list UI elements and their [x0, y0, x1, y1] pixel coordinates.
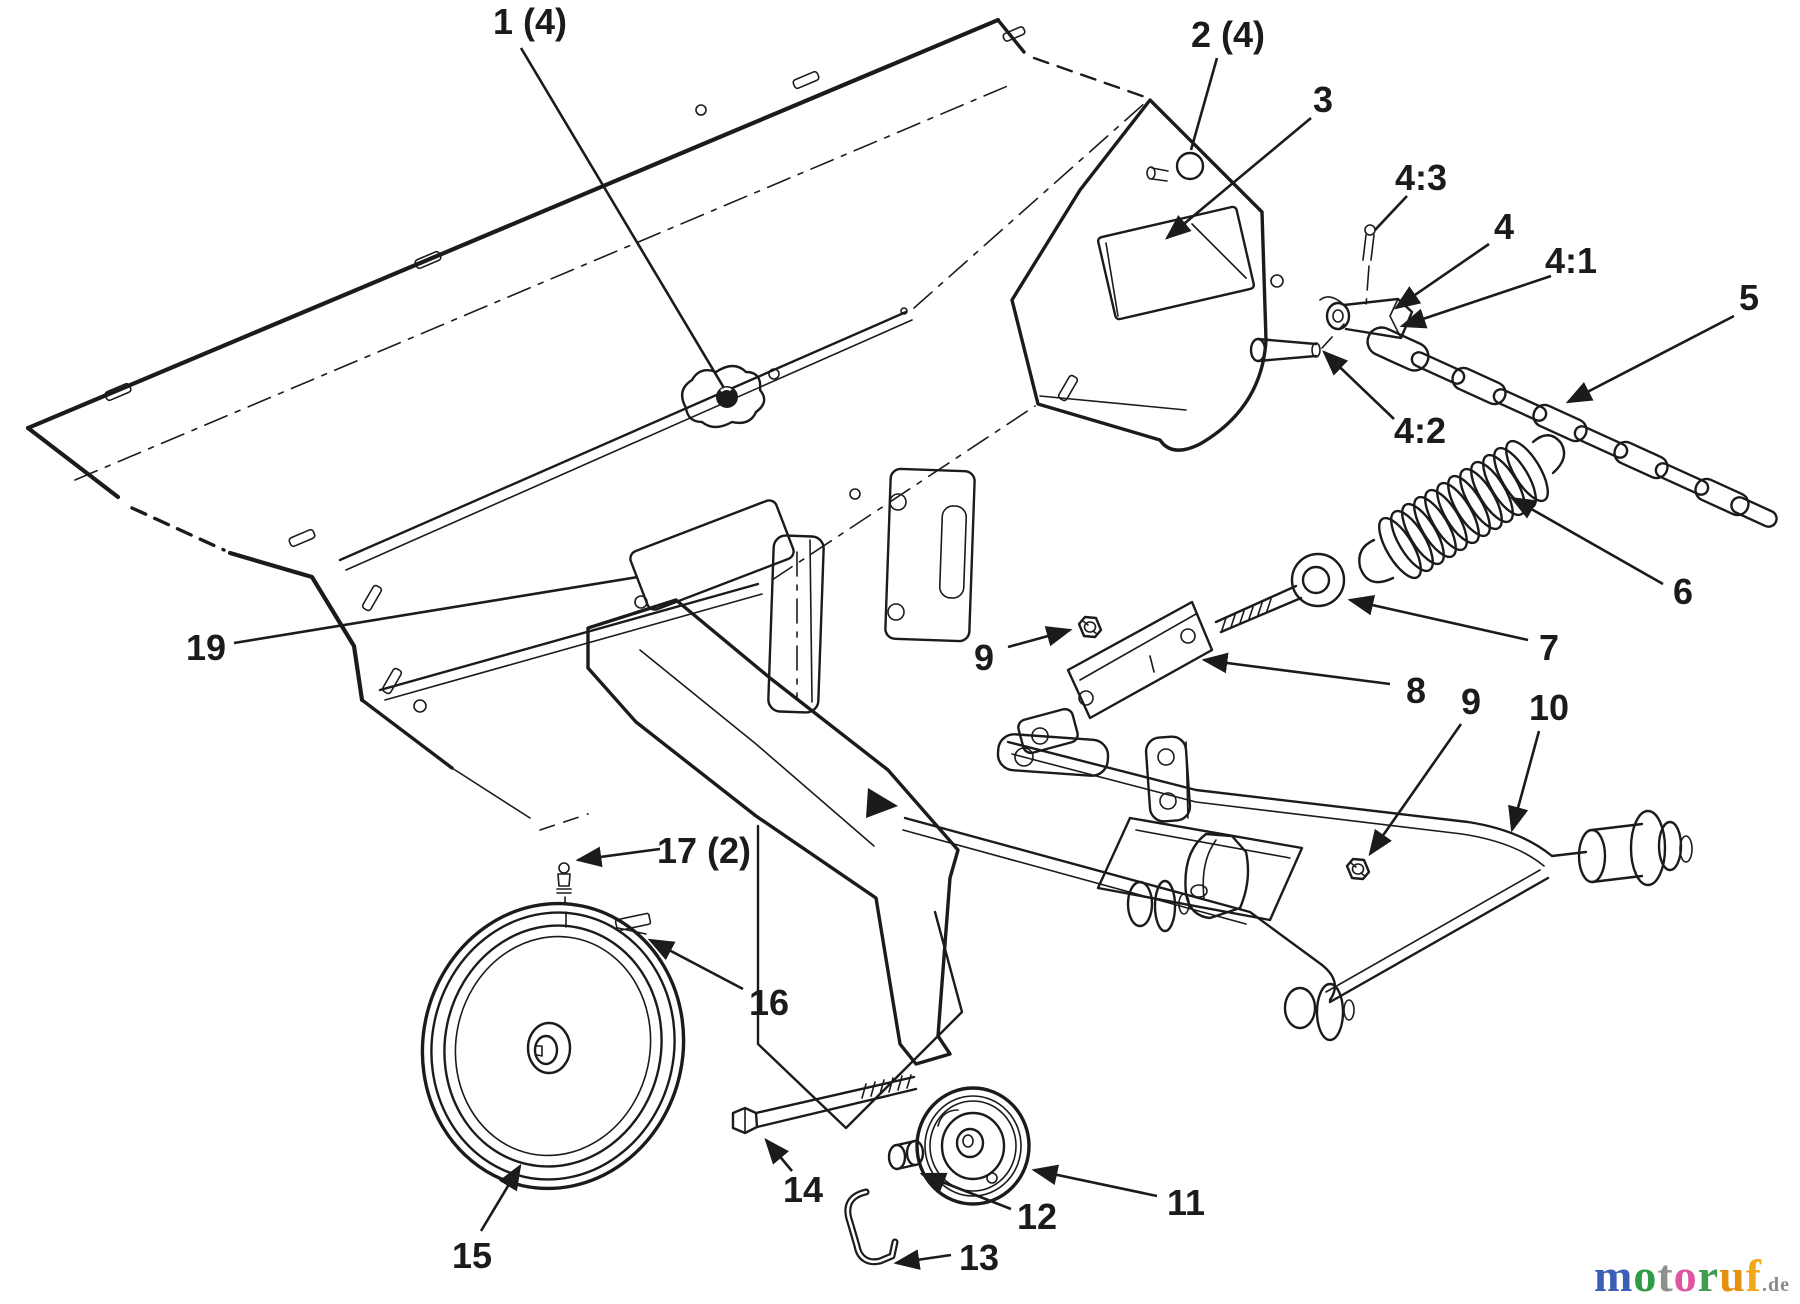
callout-13: 13 — [959, 1237, 999, 1278]
leader-9b — [1368, 723, 1463, 857]
deck-hood-panel — [25, 17, 1284, 831]
leader-1 — [519, 47, 726, 389]
callout-10: 10 — [1529, 687, 1569, 728]
callout-2: 2 (4) — [1191, 14, 1265, 55]
frame-weldment — [902, 707, 1693, 1042]
leader-4 — [1393, 242, 1490, 310]
leader-15 — [479, 1163, 522, 1232]
cotter-pin — [1362, 224, 1376, 307]
decal-plate — [629, 499, 795, 611]
leader-10 — [1508, 730, 1541, 833]
chain — [1366, 326, 1778, 528]
watermark-letter: r — [1697, 1250, 1720, 1301]
idler-pulley — [915, 1086, 1031, 1206]
callout-3: 3 — [1313, 79, 1333, 120]
callout-4-1: 4:1 — [1545, 240, 1597, 281]
callout-17: 17 (2) — [657, 830, 751, 871]
callout-7: 7 — [1539, 627, 1559, 668]
belt-guard-panel — [756, 824, 964, 1130]
callout-4-2: 4:2 — [1394, 410, 1446, 451]
clevis — [1319, 296, 1414, 340]
adjuster-link — [1066, 600, 1214, 720]
watermark-letter: f — [1745, 1250, 1762, 1301]
leader-11 — [1031, 1164, 1158, 1198]
callout-8: 8 — [1406, 670, 1426, 711]
watermark-suffix: .de — [1762, 1274, 1790, 1296]
callout-14: 14 — [783, 1169, 823, 1210]
leader-4-2 — [1322, 350, 1395, 420]
callout-5: 5 — [1739, 277, 1759, 318]
leader-lines — [233, 47, 1735, 1270]
slotted-hanger-plate — [884, 467, 976, 643]
callout-9b: 9 — [1461, 681, 1481, 722]
watermark-letter: u — [1719, 1250, 1746, 1301]
flange-nut-1 — [1077, 615, 1103, 639]
eye-bolt — [1214, 552, 1346, 634]
leader-4-1 — [1399, 274, 1552, 329]
motoruf-watermark-link[interactable]: motoruf.de — [1594, 1249, 1790, 1302]
clevis-pin — [1249, 323, 1345, 363]
leader-8 — [1201, 652, 1391, 686]
callout-4: 4 — [1494, 206, 1514, 247]
grease-fitting — [556, 862, 572, 937]
leader-14 — [764, 1138, 793, 1172]
watermark-letter: o — [1673, 1250, 1698, 1301]
flange-nut-2 — [1345, 857, 1371, 881]
callout-11: 11 — [1167, 1182, 1205, 1223]
callout-16: 16 — [749, 982, 789, 1023]
left-roller — [1126, 879, 1190, 933]
leader-17 — [575, 846, 661, 868]
leader-2 — [1189, 57, 1219, 151]
spacer-bushing — [887, 1139, 925, 1171]
knob — [1146, 151, 1205, 182]
leader-5 — [1565, 314, 1735, 404]
deck-slots — [104, 26, 1079, 695]
pivot-arm — [586, 598, 960, 1066]
watermark-letter: m — [1594, 1250, 1634, 1301]
deck-hanger-channel — [767, 534, 825, 714]
callout-15: 15 — [452, 1235, 492, 1276]
leader-19 — [233, 575, 639, 645]
leader-9a — [1007, 626, 1073, 649]
leader-7 — [1347, 594, 1529, 642]
latch-bracket — [680, 364, 766, 429]
right-roller — [1577, 809, 1693, 887]
callout-9a: 9 — [974, 637, 994, 678]
leader-13 — [893, 1249, 952, 1270]
leader-12 — [919, 1172, 1012, 1211]
watermark-letter: o — [1633, 1250, 1658, 1301]
shaft-key — [614, 912, 652, 935]
leader-16 — [647, 938, 744, 991]
leader-4-3 — [1374, 195, 1408, 231]
rear-wall-panel — [1010, 98, 1268, 452]
watermark-letter: t — [1657, 1250, 1674, 1301]
callout-4-3: 4:3 — [1395, 157, 1447, 198]
callout-19: 19 — [186, 627, 226, 668]
gauge-wheel — [420, 901, 686, 1191]
bottom-roller — [1283, 982, 1355, 1042]
callout-labels: 1 (4) 2 (4) 3 4:3 4 4:1 5 4:2 6 7 8 9 9 … — [186, 1, 1759, 1278]
deck-holes — [413, 104, 1284, 713]
callout-1: 1 (4) — [493, 1, 567, 42]
hex-bolt — [731, 1074, 918, 1135]
leader-3 — [1165, 117, 1312, 240]
callout-12: 12 — [1017, 1196, 1057, 1237]
callout-6: 6 — [1673, 571, 1693, 612]
belt-keeper-rod — [844, 1188, 899, 1266]
leader-6 — [1509, 496, 1664, 586]
